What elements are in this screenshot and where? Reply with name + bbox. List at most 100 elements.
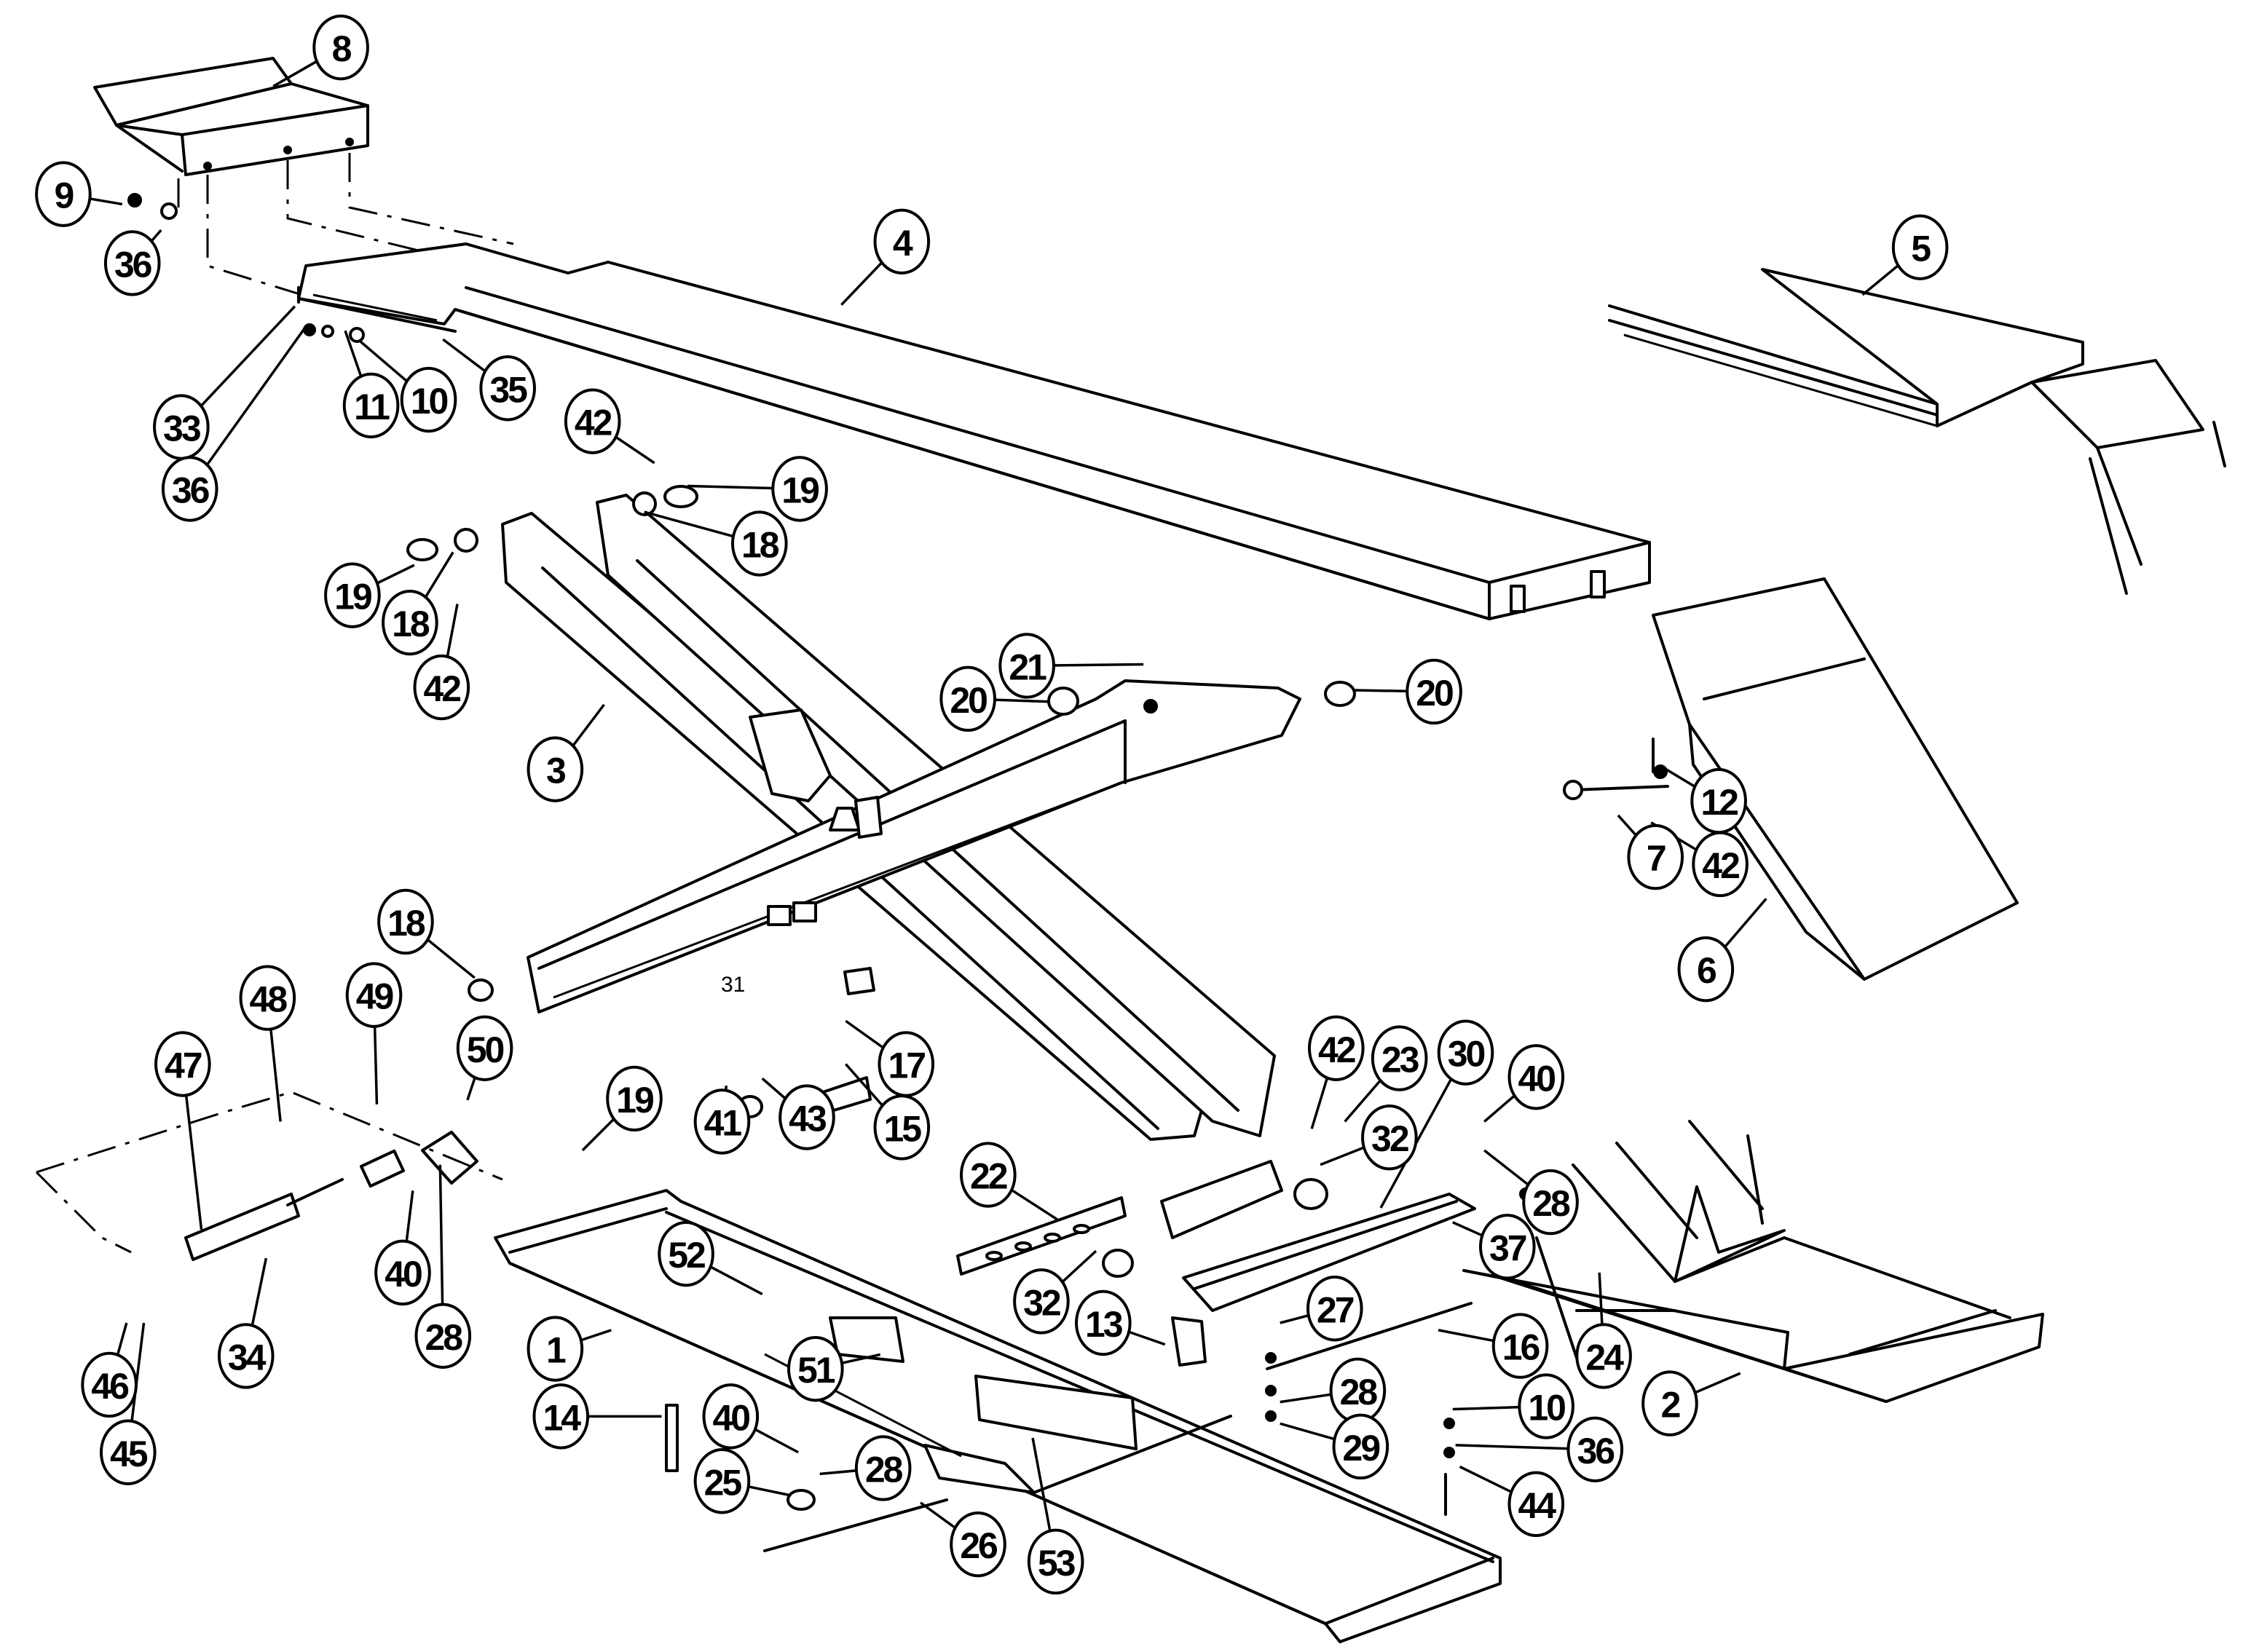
callout-number: 27 bbox=[1317, 1289, 1354, 1330]
callout-24: 24 bbox=[1575, 1323, 1632, 1389]
callout-circle bbox=[1518, 1373, 1574, 1439]
callout-number: 20 bbox=[1416, 673, 1453, 714]
callout-number: 35 bbox=[489, 369, 527, 410]
callout-number: 11 bbox=[354, 387, 390, 427]
callout-number: 25 bbox=[704, 1462, 742, 1503]
callout-circle bbox=[771, 456, 828, 522]
callout-42: 42 bbox=[564, 388, 621, 454]
callout-number: 32 bbox=[1023, 1282, 1060, 1323]
callout-28: 28 bbox=[1329, 1357, 1387, 1424]
callout-circle bbox=[1075, 1289, 1132, 1356]
callout-circle bbox=[81, 1351, 138, 1418]
callout-15: 15 bbox=[873, 1094, 931, 1161]
callout-number: 42 bbox=[1702, 845, 1739, 886]
callout-number: 19 bbox=[616, 1080, 653, 1121]
callout-circle bbox=[1627, 823, 1684, 890]
callout-10: 10 bbox=[400, 366, 457, 433]
callout-20: 20 bbox=[1406, 658, 1462, 725]
callout-1: 1 bbox=[527, 1316, 584, 1382]
lock-bar-22 bbox=[956, 1196, 1127, 1276]
callout-number: 28 bbox=[425, 1317, 462, 1358]
callout-10: 10 bbox=[1518, 1373, 1574, 1439]
callout-number: 36 bbox=[172, 470, 209, 511]
callout-circle bbox=[939, 665, 996, 732]
callout-42: 42 bbox=[413, 654, 470, 721]
callout-4: 4 bbox=[873, 208, 931, 274]
callout-circle bbox=[693, 1088, 751, 1155]
callout-circle bbox=[35, 161, 92, 227]
callout-circle bbox=[873, 1094, 931, 1161]
callout-circle bbox=[161, 456, 218, 522]
callout-36: 36 bbox=[103, 230, 161, 296]
callout-circle bbox=[854, 1435, 912, 1501]
callout-number: 49 bbox=[356, 976, 393, 1017]
callout-5: 5 bbox=[1891, 214, 1949, 280]
callout-number: 29 bbox=[1343, 1428, 1380, 1469]
callout-43: 43 bbox=[778, 1084, 835, 1150]
callout-number: 53 bbox=[1038, 1543, 1075, 1584]
callout-number: 40 bbox=[385, 1254, 422, 1295]
cross-bar-30 bbox=[1182, 1193, 1476, 1312]
callout-number: 34 bbox=[228, 1337, 267, 1378]
callout-number: 42 bbox=[575, 403, 612, 443]
callout-circle bbox=[873, 208, 931, 274]
callout-circle bbox=[1307, 1015, 1365, 1081]
callout-circle bbox=[312, 14, 369, 81]
callout-number: 36 bbox=[114, 244, 151, 285]
callout-circle bbox=[239, 965, 296, 1031]
callout-circle bbox=[382, 589, 438, 656]
callout-number: 51 bbox=[797, 1350, 835, 1391]
callout-number: 50 bbox=[467, 1029, 504, 1070]
callout-32: 32 bbox=[1361, 1104, 1418, 1171]
callout-number: 41 bbox=[704, 1103, 742, 1144]
drawing bbox=[35, 57, 2226, 1643]
callout-circle bbox=[1692, 831, 1749, 898]
callout-number: 17 bbox=[888, 1046, 925, 1086]
callout-number: 37 bbox=[1489, 1228, 1526, 1268]
callout-circle bbox=[1406, 658, 1462, 725]
callout-number: 13 bbox=[1085, 1304, 1122, 1345]
callout-number: 42 bbox=[1318, 1029, 1355, 1070]
callout-33: 33 bbox=[153, 394, 210, 460]
callout-48: 48 bbox=[239, 965, 296, 1031]
callout-number: 42 bbox=[424, 668, 461, 709]
callout-circle bbox=[414, 1303, 472, 1369]
callout-36: 36 bbox=[161, 456, 218, 522]
callout-circle bbox=[564, 388, 621, 454]
callout-circle bbox=[99, 1419, 157, 1485]
callout-circle bbox=[400, 366, 457, 433]
callout-26: 26 bbox=[950, 1511, 1006, 1578]
callout-37: 37 bbox=[1479, 1214, 1536, 1280]
callout-circle bbox=[342, 372, 400, 439]
callout-14: 14 bbox=[532, 1383, 590, 1450]
platform-rail-5 bbox=[1608, 268, 2226, 595]
callout-36: 36 bbox=[1566, 1416, 1624, 1483]
callout-number: 5 bbox=[1911, 229, 1931, 269]
callout-number: 6 bbox=[1697, 950, 1716, 991]
callout-circle bbox=[1027, 1528, 1084, 1595]
callout-number: 21 bbox=[1009, 647, 1046, 687]
callout-number: 18 bbox=[387, 903, 425, 944]
callout-circle bbox=[1641, 1370, 1698, 1436]
callout-number: 46 bbox=[91, 1366, 128, 1407]
callout-circle bbox=[1566, 1416, 1624, 1483]
callout-28: 28 bbox=[854, 1435, 912, 1501]
callout-circle bbox=[1332, 1413, 1389, 1480]
callout-number: 16 bbox=[1502, 1327, 1540, 1368]
callout-circle bbox=[998, 633, 1055, 699]
callout-number: 4 bbox=[893, 223, 913, 264]
callout-number: 18 bbox=[392, 604, 430, 644]
callout-number: 43 bbox=[789, 1099, 826, 1139]
callout-circle bbox=[1361, 1104, 1418, 1171]
callout-circle bbox=[960, 1142, 1017, 1208]
callout-circle bbox=[1371, 1025, 1428, 1091]
callout-17: 17 bbox=[878, 1031, 935, 1097]
callout-number: 36 bbox=[1577, 1431, 1614, 1471]
callout-circle bbox=[1575, 1323, 1632, 1389]
wheel-stop-part bbox=[93, 57, 369, 176]
callout-circle bbox=[345, 962, 403, 1028]
callout-circle bbox=[103, 230, 161, 296]
callout-circle bbox=[658, 1221, 714, 1287]
